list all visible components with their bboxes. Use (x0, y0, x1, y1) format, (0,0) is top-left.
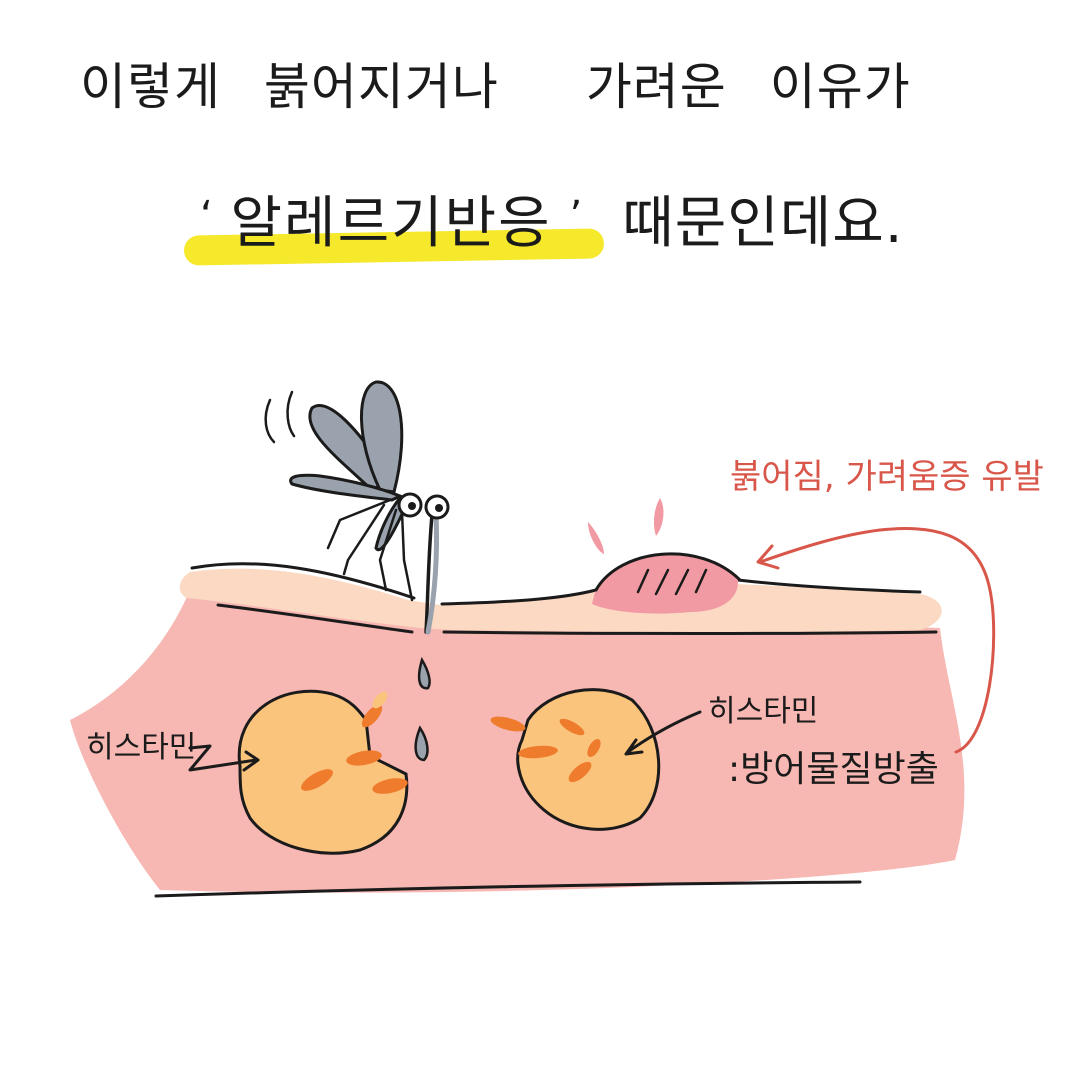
dermis-line (216, 603, 938, 635)
skin-surface-line-right (440, 578, 922, 606)
saliva-drops (414, 656, 431, 762)
itch-marks (588, 498, 664, 554)
swelling-bump (592, 554, 739, 614)
mast-cell-right (516, 688, 661, 831)
swelling-outline (594, 552, 742, 592)
arrow-left-label (188, 744, 260, 772)
skin-tissue (70, 590, 965, 893)
histamine-granules-left (301, 691, 408, 794)
mosquito-eyes (397, 492, 450, 520)
arrow-right-label (624, 710, 702, 756)
skin-surface (179, 568, 942, 633)
arrow-red-curve (756, 527, 996, 754)
histamine-granules-right (490, 716, 601, 783)
mosquito (264, 380, 440, 635)
bottom-line (154, 880, 862, 898)
skin-surface-line (190, 562, 416, 600)
swelling-hatch (636, 568, 708, 596)
